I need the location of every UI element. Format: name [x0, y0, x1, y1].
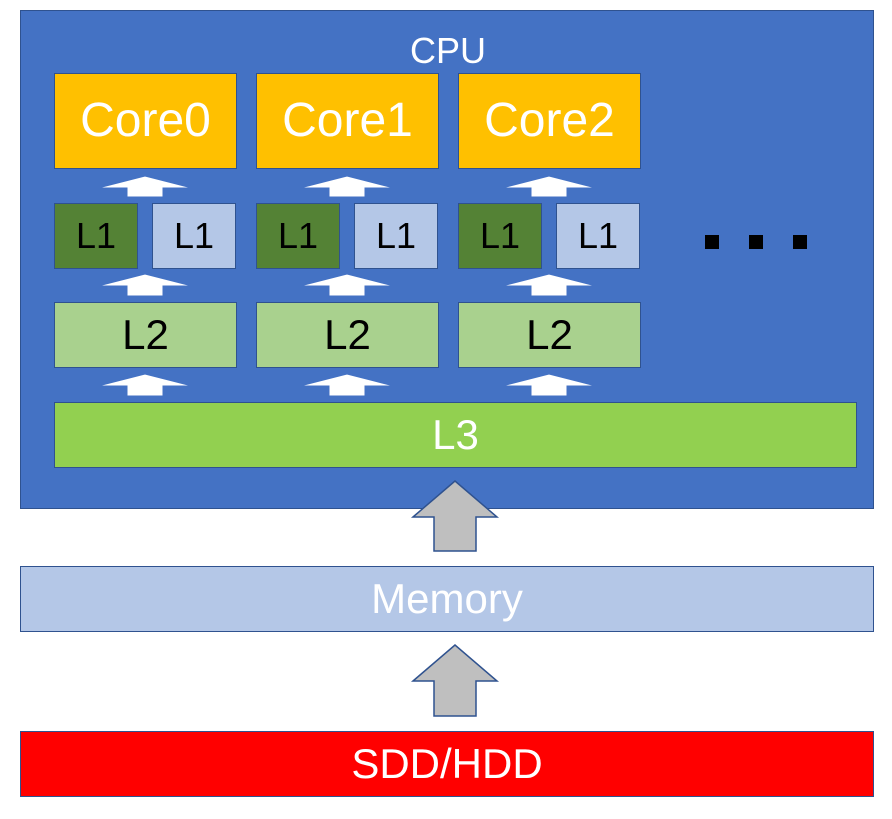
core-2-l1-instruction-cache: L1 [556, 203, 640, 269]
core-0-l2-cache: L2 [54, 302, 237, 368]
storage-box: SDD/HDD [20, 731, 874, 797]
arrow-up-icon [410, 644, 500, 717]
core-1-l1-instruction-cache: L1 [354, 203, 438, 269]
core-1: Core1 [256, 73, 439, 169]
core-1-l1-data-cache: L1 [256, 203, 340, 269]
core-2-l1-data-cache: L1 [458, 203, 542, 269]
cpu-label: CPU [409, 30, 486, 71]
ellipsis-dot [705, 235, 719, 249]
memory-box: Memory [20, 566, 874, 632]
ellipsis-dot [749, 235, 763, 249]
core-0-l1-data-cache: L1 [54, 203, 138, 269]
core-0: Core0 [54, 73, 237, 169]
core-2-l2-cache: L2 [458, 302, 641, 368]
ellipsis-dot [793, 235, 807, 249]
core-0-l1-instruction-cache: L1 [152, 203, 236, 269]
core-2: Core2 [458, 73, 641, 169]
l3-cache: L3 [54, 402, 857, 468]
core-1-l2-cache: L2 [256, 302, 439, 368]
